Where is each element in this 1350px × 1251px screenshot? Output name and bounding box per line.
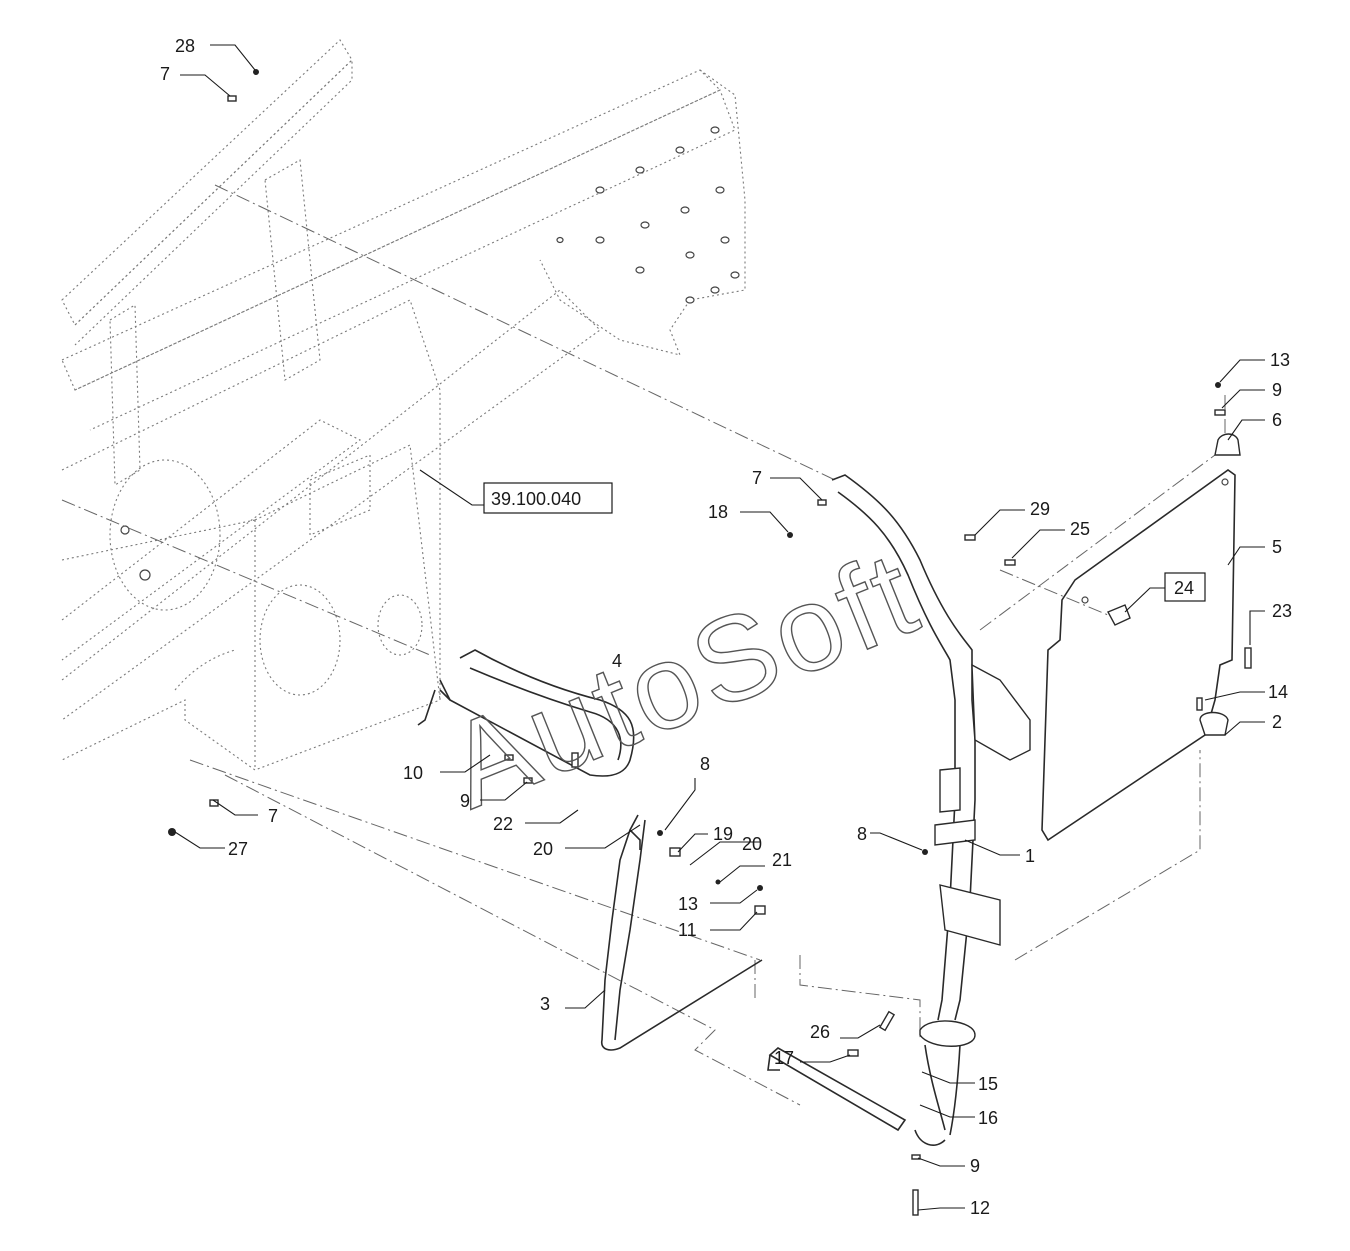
callout-7[interactable]: 7 xyxy=(268,806,278,826)
callout-26[interactable]: 26 xyxy=(810,1022,830,1042)
watermark-text: AutoSoft xyxy=(430,525,937,834)
callout-29[interactable]: 29 xyxy=(1030,499,1050,519)
part-main-post xyxy=(831,474,1031,1146)
callout-5[interactable]: 5 xyxy=(1272,537,1282,557)
callout-21[interactable]: 21 xyxy=(772,850,792,870)
reference-callout[interactable]: 39.100.040 xyxy=(419,469,613,514)
callout-25[interactable]: 25 xyxy=(1070,519,1090,539)
boxed-part-callout[interactable]: 24 xyxy=(1124,572,1206,613)
part-handrail-lower xyxy=(600,814,763,1051)
callout-13[interactable]: 13 xyxy=(678,894,698,914)
callout-12[interactable]: 12 xyxy=(970,1198,990,1218)
callout-17[interactable]: 17 xyxy=(774,1048,794,1068)
callout-20[interactable]: 20 xyxy=(533,839,553,859)
callout-23[interactable]: 23 xyxy=(1272,601,1292,621)
part-handrail-upper xyxy=(417,649,635,777)
assembly-centerlines xyxy=(61,184,1226,1106)
callout-9[interactable]: 9 xyxy=(1272,380,1282,400)
callout-18[interactable]: 18 xyxy=(708,502,728,522)
callout-1[interactable]: 1 xyxy=(1025,846,1035,866)
callout-leaders xyxy=(174,44,1265,1211)
callout-4[interactable]: 4 xyxy=(612,651,622,671)
callout-2[interactable]: 2 xyxy=(1272,712,1282,732)
reference-label: 39.100.040 xyxy=(491,489,581,509)
callout-9[interactable]: 9 xyxy=(460,791,470,811)
callout-9[interactable]: 9 xyxy=(970,1156,980,1176)
part-panel xyxy=(1041,433,1241,842)
callout-27[interactable]: 27 xyxy=(228,839,248,859)
callout-7[interactable]: 7 xyxy=(752,468,762,488)
callout-16[interactable]: 16 xyxy=(978,1108,998,1128)
callout-28[interactable]: 28 xyxy=(175,36,195,56)
callout-8[interactable]: 8 xyxy=(700,754,710,774)
callout-14[interactable]: 14 xyxy=(1268,682,1288,702)
boxed-part-label: 24 xyxy=(1174,578,1194,598)
callout-22[interactable]: 22 xyxy=(493,814,513,834)
callout-15[interactable]: 15 xyxy=(978,1074,998,1094)
callout-3[interactable]: 3 xyxy=(540,994,550,1014)
callout-10[interactable]: 10 xyxy=(403,763,423,783)
callout-8[interactable]: 8 xyxy=(857,824,867,844)
callout-labels: 28 7 13 9 6 7 18 29 25 5 23 4 14 2 10 9 … xyxy=(160,36,1292,1218)
callout-13[interactable]: 13 xyxy=(1270,350,1290,370)
machine-frame xyxy=(61,39,746,771)
callout-11[interactable]: 11 xyxy=(678,920,697,940)
callout-7[interactable]: 7 xyxy=(160,64,170,84)
part-step-bar xyxy=(767,1047,907,1132)
callout-19[interactable]: 19 xyxy=(713,824,733,844)
frame-holes xyxy=(120,126,740,581)
callout-20[interactable]: 20 xyxy=(742,834,762,854)
callout-6[interactable]: 6 xyxy=(1272,410,1282,430)
